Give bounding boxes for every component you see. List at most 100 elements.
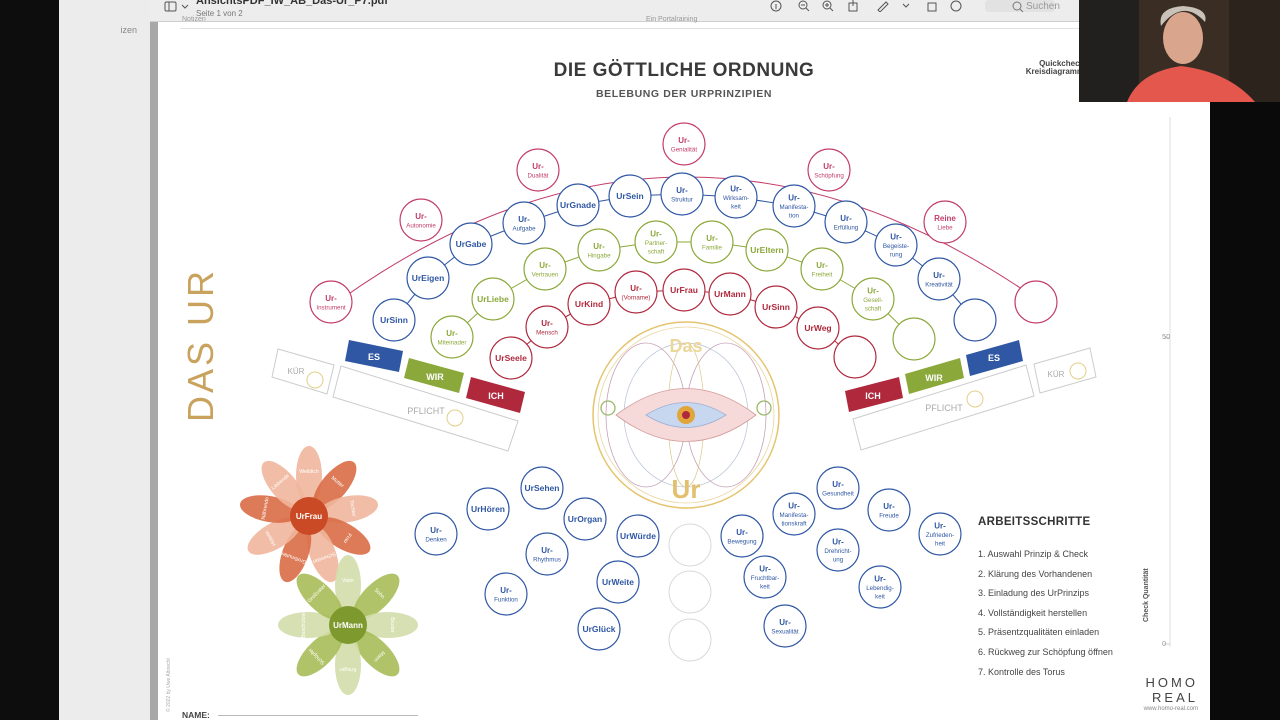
node-label: Ur-: [539, 261, 551, 270]
outer-node[interactable]: Ur-Schöpfung: [808, 149, 850, 191]
lower-left-node[interactable]: Ur-Rhythmus: [526, 533, 568, 575]
lower-right-node[interactable]: Ur-Manifesta-tionskraft: [773, 493, 815, 535]
lower-left-node[interactable]: UrWeite: [597, 561, 639, 603]
node-label: Frucht­bar-: [751, 575, 780, 582]
lower-right-node[interactable]: Ur-Gesundheit: [817, 467, 859, 509]
blue-node[interactable]: UrSinn: [373, 299, 415, 341]
outer-node[interactable]: Ur-Dualität: [517, 149, 559, 191]
blue-node[interactable]: Ur-Aufgabe: [503, 202, 545, 244]
red-node[interactable]: [834, 336, 876, 378]
node-label: Wirksam-: [723, 195, 749, 202]
green-node[interactable]: Ur-Gesell-schaft: [852, 278, 894, 320]
pflicht-check-left[interactable]: [447, 410, 463, 426]
green-node[interactable]: Ur-Miteinader: [431, 316, 473, 358]
info-icon[interactable]: [771, 1, 781, 11]
lower-right-node[interactable]: Ur-Lebendig-keit: [859, 566, 901, 608]
node-label: Bewegung: [727, 538, 757, 545]
red-node[interactable]: UrFrau: [663, 269, 705, 311]
outer-node[interactable]: Ur-Autonomie: [400, 199, 442, 241]
node-label: Erfüllung: [834, 224, 859, 231]
blue-node[interactable]: Ur-Manifesta-tion: [773, 185, 815, 227]
name-field[interactable]: [218, 715, 418, 716]
urmann-flower[interactable]: VaterSohnBruderMannKriegerSchöpferBeschü…: [278, 555, 418, 695]
lower-right-node[interactable]: Ur-Frucht­bar-keit: [744, 556, 786, 598]
outer-node[interactable]: Ur-Instrument: [310, 281, 352, 323]
zoom-out-icon[interactable]: [799, 1, 809, 11]
node-label: Ur-: [788, 194, 800, 203]
outer-node[interactable]: Ur-Genialität: [663, 123, 705, 165]
outer-node[interactable]: [1015, 281, 1057, 323]
red-node[interactable]: UrSinn: [755, 286, 797, 328]
red-node[interactable]: UrKind: [568, 283, 610, 325]
red-node[interactable]: UrSeele: [490, 337, 532, 379]
node-label: keit: [731, 204, 741, 211]
lower-right-node[interactable]: Ur-Sexualität: [764, 605, 806, 647]
node-label: Struktur: [671, 196, 693, 203]
blue-node[interactable]: Ur-Kreativität: [918, 258, 960, 300]
lower-left-node[interactable]: UrSehen: [521, 467, 563, 509]
pflicht-check-right[interactable]: [967, 391, 983, 407]
pdf-page: Notizen Ein Portalraining DIE GÖTTLICHE …: [158, 22, 1210, 720]
blue-node[interactable]: Ur-Begeiste-rung: [875, 224, 917, 266]
node-label: Gesell-: [863, 297, 883, 304]
blue-node[interactable]: [954, 299, 996, 341]
das-text: Das: [669, 336, 702, 356]
lower-left-node[interactable]: UrOrgan: [564, 498, 606, 540]
lower-right-node[interactable]: Ur-Zufrieden-heit: [919, 513, 961, 555]
lower-left-node[interactable]: UrWürde: [617, 515, 659, 557]
petal-label: Krieger: [339, 666, 356, 672]
blue-node[interactable]: Ur-Struktur: [661, 173, 703, 215]
blue-node[interactable]: UrGabe: [450, 223, 492, 265]
node-label: Schöpfung: [814, 172, 844, 179]
blue-node[interactable]: Ur-Erfüllung: [825, 201, 867, 243]
markup-pen-icon[interactable]: [878, 2, 909, 12]
green-node[interactable]: Ur-Hingabe: [578, 229, 620, 271]
node-label: UrMann: [714, 289, 746, 299]
red-node[interactable]: UrMann: [709, 273, 751, 315]
lower-left-node[interactable]: UrHören: [467, 488, 509, 530]
node-label: Freude: [879, 512, 899, 519]
green-node[interactable]: [893, 318, 935, 360]
brand-url: www.homo-real.com: [1120, 706, 1198, 712]
blue-node[interactable]: UrEigen: [407, 257, 449, 299]
node-label: UrSeele: [495, 353, 527, 363]
lower-left-node[interactable]: Ur-Denken: [415, 513, 457, 555]
annotate-icon[interactable]: [951, 1, 961, 11]
red-node[interactable]: Ur-Mensch: [526, 306, 568, 348]
lower-right-node[interactable]: Ur-Bewegung: [721, 515, 763, 557]
zoom-in-icon[interactable]: [823, 1, 833, 11]
node-label: Ur-: [759, 565, 771, 574]
node-label: tion: [789, 213, 800, 220]
green-node[interactable]: Ur-Vertrauen: [524, 248, 566, 290]
node-label: Zufrieden-: [926, 532, 954, 539]
node-label: Ur-: [630, 284, 642, 293]
kuer-check-right[interactable]: [1070, 363, 1086, 379]
share-icon[interactable]: [849, 0, 857, 11]
blue-node[interactable]: UrSein: [609, 175, 651, 217]
lower-left-node[interactable]: UrGlück: [578, 608, 620, 650]
node-label: ung: [833, 557, 844, 564]
urfrau-flower[interactable]: WeiblichMutterTochterFrauSchwesterGroßmu…: [238, 446, 380, 586]
rotate-icon[interactable]: [928, 3, 936, 11]
red-node[interactable]: UrWeg: [797, 307, 839, 349]
green-node[interactable]: UrEltern: [746, 229, 788, 271]
node-label: Aufgabe: [512, 225, 536, 232]
red-node[interactable]: Ur-(Vorname): [615, 271, 657, 313]
kuer-check-left[interactable]: [307, 372, 323, 388]
node-label: rung: [890, 252, 903, 259]
page-gutter: [150, 0, 158, 720]
thumbnail-sidebar[interactable]: izen: [59, 0, 151, 720]
green-node[interactable]: Ur-Familie: [691, 221, 733, 263]
search-field[interactable]: Suchen: [1026, 0, 1060, 14]
green-node[interactable]: Ur-Partner-schaft: [635, 221, 677, 263]
green-node[interactable]: Ur-Freiheit: [801, 248, 843, 290]
lower-left-node[interactable]: Ur-Funktion: [485, 573, 527, 615]
lower-right-node[interactable]: Ur-Drehricht-ung: [817, 529, 859, 571]
blue-node[interactable]: UrGnade: [557, 184, 599, 226]
sidebar-toggle-icon[interactable]: [164, 1, 190, 13]
lower-right-node[interactable]: Ur-Freude: [868, 489, 910, 531]
blue-node[interactable]: Ur-Wirksam-keit: [715, 176, 757, 218]
green-node[interactable]: UrLiebe: [472, 278, 514, 320]
ur-text: Ur: [672, 474, 701, 504]
